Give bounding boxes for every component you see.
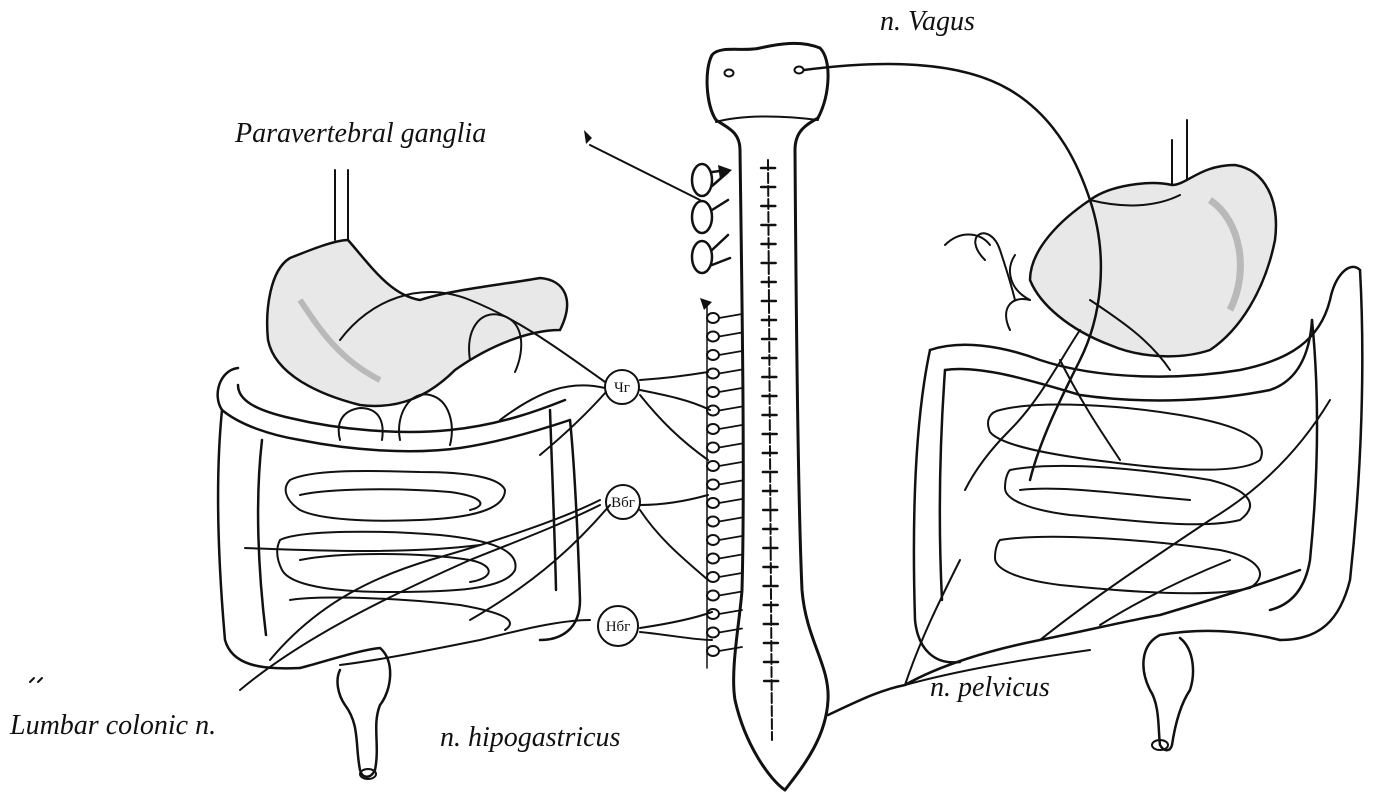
small-ganglion (707, 646, 719, 656)
ganglion-connector (719, 499, 742, 503)
small-ganglion (707, 443, 719, 453)
small-ganglion (707, 387, 719, 397)
small-ganglion (707, 461, 719, 471)
superior-mesenteric-ganglion: Вбг (606, 485, 640, 519)
inferior-mesenteric-ganglion-label: Нбг (606, 619, 631, 635)
small-ganglion (707, 369, 719, 379)
small-ganglion (707, 535, 719, 545)
ganglion-connector (719, 573, 742, 577)
ganglion-connector (719, 444, 742, 448)
hipogastric-nerve-label: n. hipogastricus (440, 722, 621, 753)
ganglion-connector (719, 647, 742, 651)
inferior-mesenteric-ganglion: Нбг (598, 606, 638, 646)
ganglion-connector (719, 314, 742, 318)
ganglion-connector (719, 592, 742, 596)
ganglion-connector (719, 555, 742, 559)
pelvic-nerve-label: n. pelvicus (930, 672, 1050, 703)
ganglion-connector (719, 370, 742, 374)
ganglion-connector (719, 462, 742, 466)
spinal-central-line (768, 160, 772, 740)
paravertebral-ganglia-label: Paravertebral ganglia (234, 118, 486, 149)
right-parasympathetic-nerves (804, 64, 1330, 715)
left-digestive-tract (218, 170, 580, 779)
ganglion-connector (719, 536, 742, 540)
small-ganglion (707, 517, 719, 527)
small-paravertebral-ganglia (707, 305, 742, 668)
small-ganglion (707, 628, 719, 638)
spinal-segment-ticks (761, 160, 778, 740)
ganglion-connector (719, 518, 742, 522)
small-ganglion (707, 350, 719, 360)
celiac-ganglion: Чг (605, 370, 639, 404)
paravertebral-leader-line (590, 145, 700, 200)
ganglion-connector (719, 481, 742, 485)
ganglion-connector (719, 351, 742, 355)
small-ganglion (707, 498, 719, 508)
small-ganglion (707, 332, 719, 342)
spinal-cord (707, 43, 828, 790)
small-ganglion (707, 554, 719, 564)
small-ganglion (707, 313, 719, 323)
ganglion-connector (719, 407, 742, 411)
small-ganglion (707, 591, 719, 601)
celiac-ganglion-label: Чг (614, 380, 630, 396)
lumbar-colonic-nerve-label: Lumbar colonic n. (9, 710, 216, 741)
paravertebral-ganglia-chain (692, 164, 742, 668)
vagus-nerve-label: n. Vagus (880, 6, 975, 37)
ganglion-connector (719, 388, 742, 392)
small-ganglion (707, 424, 719, 434)
superior-mesenteric-ganglion-label: Вбг (611, 495, 635, 511)
right-digestive-tract (914, 120, 1362, 750)
small-ganglion (707, 480, 719, 490)
ganglion-connector (719, 333, 742, 337)
ganglion-connector (719, 425, 742, 429)
